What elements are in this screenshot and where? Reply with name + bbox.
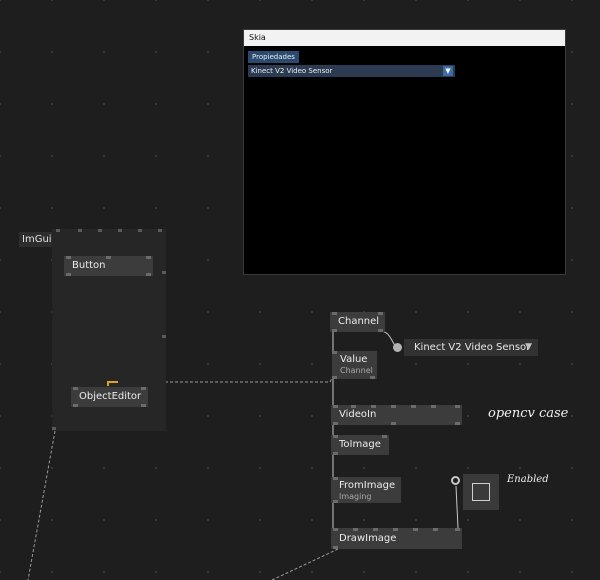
input-pin[interactable] — [455, 528, 460, 531]
node-drawimage[interactable]: DrawImage — [331, 528, 462, 549]
node-objecteditor[interactable]: ObjectEditor — [71, 387, 148, 407]
input-pin[interactable] — [382, 435, 387, 438]
checkbox-icon[interactable] — [472, 483, 490, 501]
node-category: Channel — [340, 366, 373, 375]
region-pin[interactable] — [78, 229, 82, 232]
sensor-dropdown[interactable]: Kinect V2 Video Sensor ▼ — [248, 65, 455, 77]
tab-propiedades[interactable]: Propiedades — [248, 51, 299, 63]
input-pin[interactable] — [333, 528, 338, 531]
toggle-pin[interactable] — [451, 476, 460, 485]
input-pin[interactable] — [73, 387, 78, 390]
region-label-imgui: ImGui — [19, 232, 55, 247]
node-videoin[interactable]: VideoIn — [331, 405, 462, 425]
output-pin[interactable] — [73, 404, 78, 407]
region-pin[interactable] — [118, 229, 122, 232]
output-pin[interactable] — [332, 329, 337, 332]
node-label: ToImage — [339, 439, 381, 450]
node-label: DrawImage — [339, 533, 397, 544]
input-pin[interactable] — [333, 435, 338, 438]
input-pin[interactable] — [393, 528, 398, 531]
enum-value: Kinect V2 Video Sensor — [414, 342, 531, 353]
output-pin[interactable] — [333, 452, 338, 455]
toggle-label-enabled: Enabled — [507, 474, 549, 485]
region-pin[interactable] — [52, 427, 56, 430]
input-pin[interactable] — [455, 405, 460, 408]
node-channel[interactable]: Channel — [330, 312, 385, 332]
input-pin[interactable] — [351, 405, 356, 408]
input-pin[interactable] — [413, 528, 418, 531]
output-pin[interactable] — [332, 376, 337, 379]
region-pin[interactable] — [138, 229, 142, 232]
input-pin[interactable] — [332, 312, 337, 315]
enum-pin-knob[interactable] — [393, 343, 402, 352]
input-pin[interactable] — [141, 387, 146, 390]
output-pin[interactable] — [391, 422, 396, 425]
link-drawimage-bottom — [271, 548, 339, 580]
input-pin[interactable] — [146, 256, 151, 259]
enum-selector[interactable]: Kinect V2 Video Sensor ▼ — [404, 339, 538, 356]
node-label: Channel — [338, 316, 380, 327]
output-pin[interactable] — [333, 500, 338, 503]
output-pin[interactable] — [333, 546, 338, 549]
node-category: Imaging — [339, 492, 372, 501]
skia-window-title: Skia — [244, 30, 565, 46]
input-pin[interactable] — [332, 351, 337, 354]
node-label: Value — [340, 354, 368, 365]
region-pin[interactable] — [162, 335, 166, 338]
output-pin[interactable] — [66, 273, 71, 276]
chevron-down-icon[interactable]: ▼ — [525, 342, 532, 352]
comment-opencv-case: opencv case — [488, 406, 569, 421]
node-label: VideoIn — [339, 409, 377, 420]
input-pin[interactable] — [378, 312, 383, 315]
link-region-bottom — [27, 430, 56, 580]
region-pin[interactable] — [158, 229, 162, 232]
node-label: ObjectEditor — [79, 391, 142, 402]
node-fromimage[interactable]: FromImage Imaging — [331, 477, 401, 503]
selected-pin-indicator[interactable] — [107, 381, 118, 386]
input-pin[interactable] — [106, 256, 111, 259]
node-button[interactable]: Button — [64, 256, 153, 276]
node-label: FromImage — [339, 480, 396, 491]
enabled-toggle[interactable] — [463, 474, 499, 510]
sensor-dropdown-value: Kinect V2 Video Sensor — [251, 67, 333, 75]
node-value[interactable]: Value Channel — [332, 351, 377, 379]
output-pin[interactable] — [146, 273, 151, 276]
output-pin[interactable] — [333, 422, 338, 425]
input-pin[interactable] — [411, 405, 416, 408]
link-objecteditor-value — [110, 377, 333, 383]
node-label: Button — [72, 260, 106, 271]
skia-window[interactable]: Skia Propiedades Kinect V2 Video Sensor … — [243, 29, 566, 275]
region-pin[interactable] — [98, 229, 102, 232]
output-pin[interactable] — [455, 422, 460, 425]
input-pin[interactable] — [333, 477, 338, 480]
region-pin[interactable] — [56, 229, 60, 232]
input-pin[interactable] — [433, 528, 438, 531]
input-pin[interactable] — [371, 405, 376, 408]
output-pin[interactable] — [141, 404, 146, 407]
input-pin[interactable] — [431, 405, 436, 408]
output-pin[interactable] — [370, 376, 375, 379]
input-pin[interactable] — [333, 405, 338, 408]
input-pin[interactable] — [391, 405, 396, 408]
chevron-down-icon[interactable]: ▼ — [443, 66, 453, 76]
output-pin[interactable] — [378, 329, 383, 332]
input-pin[interactable] — [66, 256, 71, 259]
node-toimage[interactable]: ToImage — [331, 435, 389, 455]
region-pin[interactable] — [162, 271, 166, 274]
input-pin[interactable] — [373, 528, 378, 531]
input-pin[interactable] — [353, 528, 358, 531]
link-toggle-drawimage — [455, 485, 459, 529]
